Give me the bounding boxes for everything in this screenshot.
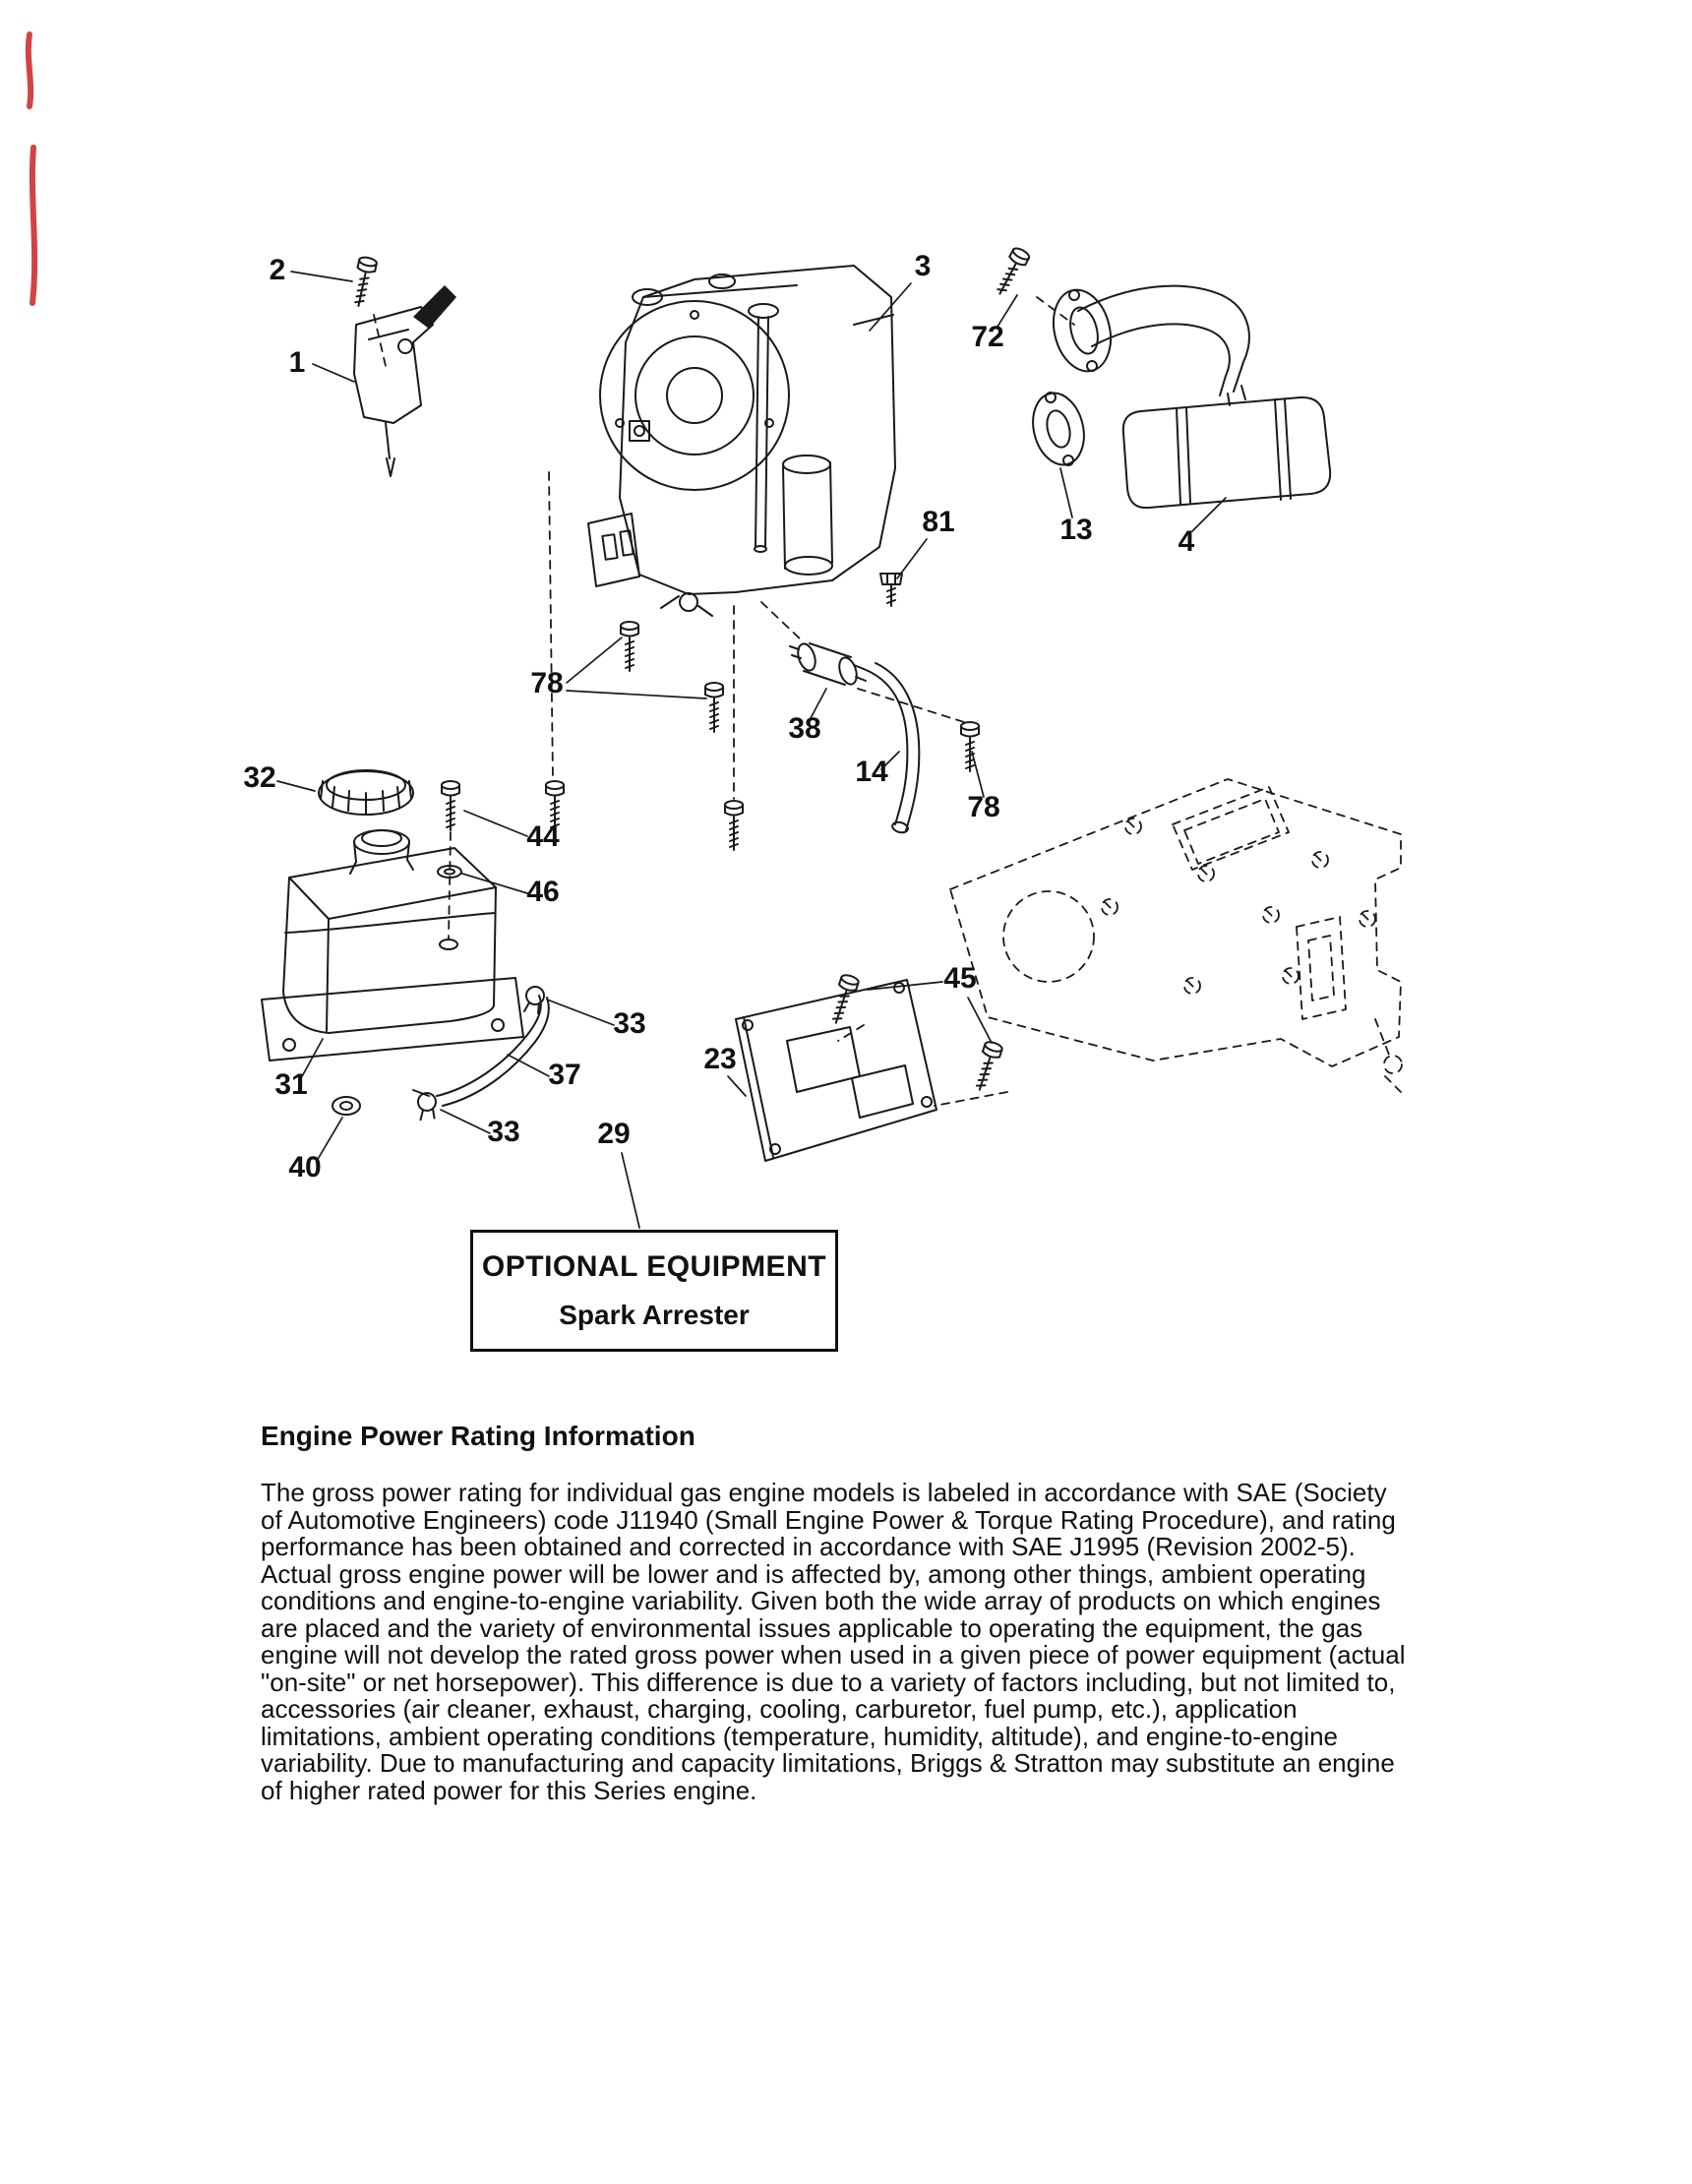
callout-78-right: 78 xyxy=(967,791,999,823)
callout-1: 1 xyxy=(289,346,306,379)
screw-78-d xyxy=(724,800,744,851)
scan-marks xyxy=(25,31,38,306)
muffler-assembly xyxy=(991,245,1332,510)
callout-labels: 2 1 3 72 13 4 81 78 38 14 78 32 44 46 45… xyxy=(243,250,1194,1183)
parts-diagram: 2 1 3 72 13 4 81 78 38 14 78 32 44 46 45… xyxy=(25,31,1403,1229)
callout-33-bottom: 33 xyxy=(487,1116,519,1148)
callout-46: 46 xyxy=(526,876,559,908)
callout-23: 23 xyxy=(703,1043,736,1075)
optional-equipment-title: OPTIONAL EQUIPMENT xyxy=(481,1250,827,1283)
callout-2: 2 xyxy=(270,254,286,286)
screw-78-b xyxy=(704,682,724,733)
info-body: The gross power rating for individual ga… xyxy=(261,1478,1406,1805)
callout-33-top: 33 xyxy=(613,1007,645,1040)
gasket-13 xyxy=(1032,392,1085,466)
frame-holes xyxy=(1101,818,1376,995)
screw-78-a xyxy=(620,621,639,672)
bushing-40 xyxy=(332,1096,361,1116)
info-heading: Engine Power Rating Information xyxy=(261,1421,695,1451)
optional-equipment-box: OPTIONAL EQUIPMENT Spark Arrester xyxy=(470,1230,838,1352)
callout-13: 13 xyxy=(1059,514,1092,546)
screw-45-b xyxy=(970,1039,1004,1094)
chassis-frame xyxy=(949,778,1403,1093)
fuel-tank-31 xyxy=(261,847,524,1062)
engine xyxy=(587,265,896,617)
callout-32: 32 xyxy=(243,761,275,794)
screw-45-a xyxy=(826,972,861,1027)
filler-neck xyxy=(349,829,414,875)
nut-81 xyxy=(879,573,903,607)
fuel-cap-32 xyxy=(318,769,414,816)
callout-3: 3 xyxy=(915,250,932,282)
screw-2 xyxy=(348,255,379,309)
fuel-hose-37 xyxy=(412,995,550,1107)
heat-shield-23 xyxy=(735,979,937,1162)
heat-shield-assembly xyxy=(735,972,1008,1162)
fuel-tank-assembly xyxy=(261,769,550,1123)
washer-46 xyxy=(437,865,462,879)
optional-equipment-subtitle: Spark Arrester xyxy=(559,1300,750,1330)
callout-31: 31 xyxy=(274,1068,307,1101)
callout-45: 45 xyxy=(943,962,976,995)
callout-72: 72 xyxy=(971,321,1003,353)
callout-29: 29 xyxy=(597,1118,630,1150)
engine-power-info-section: Engine Power Rating Information The gros… xyxy=(261,1421,1412,1804)
throttle-control xyxy=(348,255,456,477)
callout-44: 44 xyxy=(526,820,560,853)
callout-78-left: 78 xyxy=(530,667,563,699)
fuel-filter-38 xyxy=(789,642,867,686)
leader-lines xyxy=(276,271,1227,1229)
callout-40: 40 xyxy=(288,1151,321,1183)
screw-78-right xyxy=(960,721,980,772)
dipstick-handle xyxy=(748,303,779,319)
callout-38: 38 xyxy=(788,712,820,745)
callout-4: 4 xyxy=(1178,525,1195,558)
callout-37: 37 xyxy=(548,1059,580,1091)
fuel-hose-14 xyxy=(863,662,921,834)
screw-72 xyxy=(991,245,1032,299)
callout-81: 81 xyxy=(922,506,954,538)
screw-44 xyxy=(441,780,460,831)
throttle-lever xyxy=(413,285,456,329)
callout-14: 14 xyxy=(855,756,888,788)
fuel-filter-assembly xyxy=(760,601,921,834)
muffler-body xyxy=(1121,385,1332,510)
mounting-hardware xyxy=(545,471,980,851)
